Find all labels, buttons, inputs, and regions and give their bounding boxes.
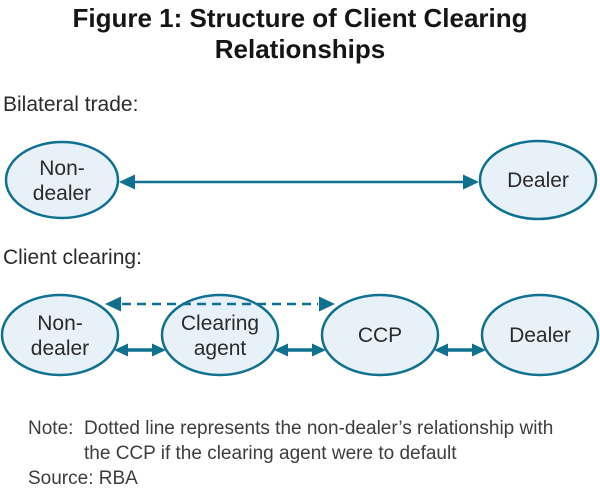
- note-row: Note: Dotted line represents the non-dea…: [28, 416, 573, 466]
- arrow-non-dealer-clearing-agent: [114, 343, 166, 357]
- clearing-non-dealer-label-line1: Non-: [37, 312, 83, 335]
- note-text: Dotted line represents the non-dealer’s …: [84, 416, 553, 466]
- bilateral-double-arrow: [119, 174, 479, 190]
- note-block: Note: Dotted line represents the non-dea…: [28, 416, 573, 491]
- ccp-label: CCP: [358, 324, 402, 347]
- arrow-left-head: [114, 343, 128, 357]
- arrow-ccp-dealer: [434, 343, 486, 357]
- bilateral-dealer-label: Dealer: [507, 169, 569, 192]
- arrow-left-head: [274, 343, 288, 357]
- clearing-agent-node: [160, 293, 280, 377]
- clearing-dealer-label: Dealer: [509, 324, 571, 347]
- bilateral-dealer-node: [478, 139, 598, 221]
- bilateral-non-dealer-label-line1: Non-: [39, 157, 85, 180]
- clearing-non-dealer-label-line2: dealer: [31, 337, 89, 360]
- arrow-right-head: [472, 343, 486, 357]
- section-label-client-clearing: Client clearing:: [3, 246, 142, 269]
- figure-title-line2: Relationships: [214, 34, 386, 64]
- dashed-default-relationship-arrow: [105, 296, 335, 312]
- note-text-line2: the CCP if the clearing agent were to de…: [84, 443, 457, 464]
- clearing-dealer-node: [480, 293, 600, 377]
- arrow-clearing-agent-ccp: [274, 343, 326, 357]
- bilateral-arrow-left-head: [119, 174, 135, 190]
- note-text-line1: Dotted line represents the non-dealer’s …: [84, 418, 554, 439]
- clearing-agent-label-line2: agent: [194, 337, 247, 360]
- figure-title-line1: Figure 1: Structure of Client Clearing: [72, 3, 528, 33]
- figure-title: Figure 1: Structure of Client Clearing R…: [0, 3, 600, 65]
- arrow-left-head: [434, 343, 448, 357]
- section-label-bilateral-trade: Bilateral trade:: [3, 93, 139, 116]
- clearing-agent-label-line1: Clearing: [181, 312, 259, 335]
- clearing-non-dealer-node: [0, 293, 120, 377]
- dashed-arrow-left-head: [105, 296, 121, 312]
- note-label: Note:: [28, 418, 74, 439]
- ccp-node: [320, 293, 440, 377]
- source-text: Source: RBA: [28, 468, 138, 489]
- bilateral-non-dealer-node: [4, 140, 120, 220]
- bilateral-arrow-right-head: [463, 174, 479, 190]
- dashed-arrow-right-head: [319, 296, 335, 312]
- arrow-right-head: [152, 343, 166, 357]
- bilateral-non-dealer-label-line2: dealer: [33, 182, 91, 205]
- arrow-right-head: [312, 343, 326, 357]
